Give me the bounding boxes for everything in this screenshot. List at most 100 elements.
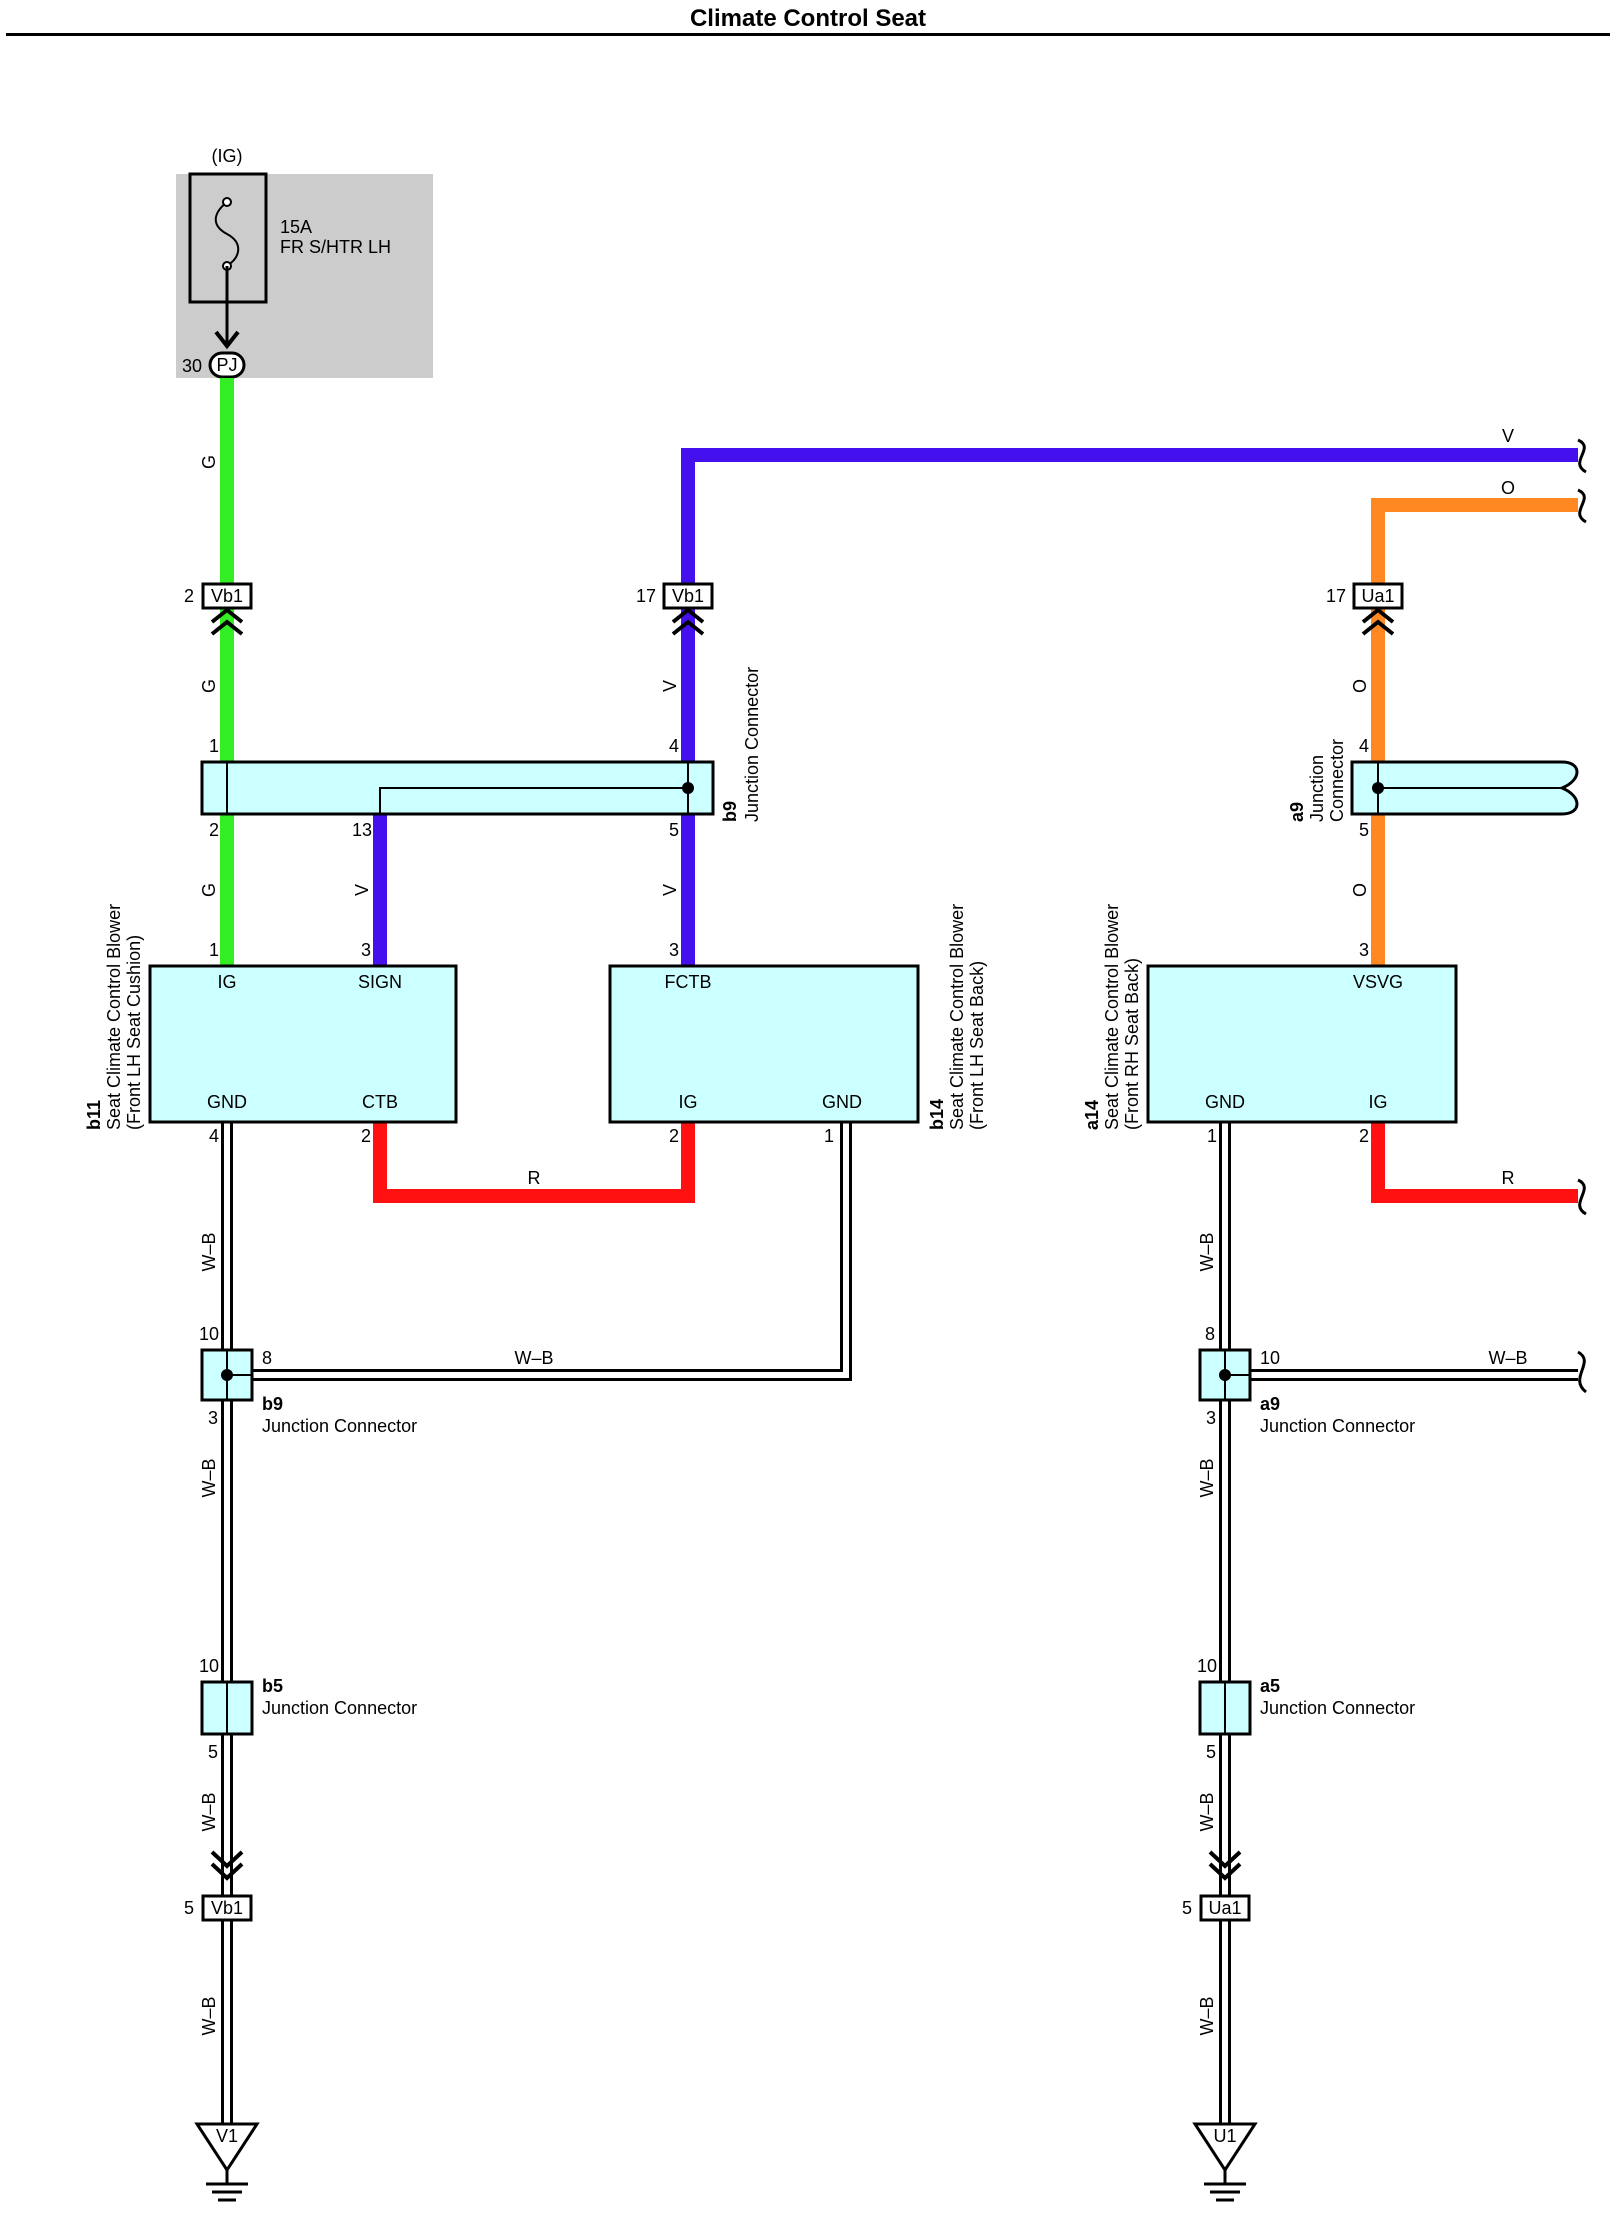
junction-a9-top-pin-5: 5: [1359, 820, 1369, 840]
junction-a9-low-dot: [1219, 1369, 1231, 1381]
junction-a9-low-pin-3: 3: [1206, 1408, 1216, 1428]
junction-b9-top-pin-4: 4: [669, 736, 679, 756]
a14-pin-vsvg: 3: [1359, 940, 1369, 960]
b11-name: Seat Climate Control Blower: [104, 904, 124, 1130]
connector-ua1-o-pin: 17: [1326, 586, 1346, 606]
fuse-rating: 15A: [280, 217, 312, 237]
component-a14: [1146, 964, 1458, 1124]
wire-label-wb-2: W–B: [199, 1458, 219, 1497]
wire-r-left: [373, 1122, 695, 1203]
wire-label-wb-h-left: W–B: [514, 1348, 553, 1368]
connector-vb1-gnd-chevron: [210, 1850, 244, 1881]
wire-label-wb-7: W–B: [1197, 1792, 1217, 1831]
wire-break-v: [1577, 438, 1587, 474]
connector-vb1-gnd-pin: 5: [184, 1898, 194, 1918]
a14-terminal-gnd: GND: [1205, 1092, 1245, 1112]
connector-vb1-gnd-label: Vb1: [211, 1898, 243, 1918]
junction-b9-top-dot: [682, 782, 694, 794]
connector-vb1-v-pin: 17: [636, 586, 656, 606]
junction-a5-label: Junction Connector: [1260, 1698, 1415, 1718]
connector-vb1-v-label: Vb1: [672, 586, 704, 606]
junction-b9-top-id: b9: [720, 801, 740, 822]
wire-break-wb: [1577, 1350, 1588, 1394]
wire-label-wb-3: W–B: [199, 1792, 219, 1831]
connector-vb1-g-pin: 2: [184, 586, 194, 606]
fuse-name: FR S/HTR LH: [280, 237, 391, 257]
wire-v-main: [681, 448, 1578, 584]
junction-a9-top-label-2: Connector: [1327, 739, 1347, 822]
component-b14: [608, 964, 920, 1124]
wire-break-r: [1577, 1178, 1587, 1216]
junction-b9-low-label: Junction Connector: [262, 1416, 417, 1436]
junction-b5-label: Junction Connector: [262, 1698, 417, 1718]
junction-a5-pin-5: 5: [1206, 1742, 1216, 1762]
wire-label-r-right: R: [1502, 1168, 1515, 1188]
wire-label-v-sign: V: [352, 884, 372, 896]
b11-pin-ig: 1: [209, 940, 219, 960]
junction-a9-top-pin-4: 4: [1359, 736, 1369, 756]
wire-break-o: [1577, 488, 1587, 524]
connector-pj: [208, 351, 246, 379]
fuse-arrow: [214, 330, 240, 350]
a14-sub: (Front RH Seat Back): [1122, 958, 1142, 1130]
fuse-power-source: (IG): [212, 146, 243, 166]
connector-vb1-g-chevron: [210, 607, 244, 636]
wb-wires: [221, 1122, 1578, 2130]
component-b11: [148, 964, 458, 1124]
connector-vb1-gnd: [201, 1894, 253, 1922]
wire-label-g-1: G: [199, 455, 219, 469]
junction-a9-top-dot: [1372, 782, 1384, 794]
fuse-terminal-top: [222, 197, 232, 207]
a14-pin-ig: 2: [1359, 1126, 1369, 1146]
wire-label-wb-5: W–B: [1197, 1232, 1217, 1271]
b11-terminal-ctb: CTB: [362, 1092, 398, 1112]
b14-pin-ig: 2: [669, 1126, 679, 1146]
b11-sub: (Front LH Seat Cushion): [124, 935, 144, 1130]
junction-b9-low-dot: [221, 1369, 233, 1381]
wire-label-wb-4: W–B: [199, 1996, 219, 2035]
connector-vb1-g-label: Vb1: [211, 586, 243, 606]
ground-u1-icon: [1204, 2170, 1246, 2202]
b11-id: b11: [84, 1100, 104, 1130]
ground-v1-triangle: [194, 2122, 260, 2173]
wire-label-wb-8: W–B: [1197, 1996, 1217, 2035]
a14-id: a14: [1082, 1100, 1102, 1130]
junction-a9-top-label-1: Junction: [1307, 755, 1327, 822]
connector-vb1-v: [662, 582, 714, 610]
wire-label-o-top: O: [1501, 478, 1515, 498]
diagram-title: Climate Control Seat: [690, 5, 926, 32]
fuse-box-background: [176, 174, 433, 378]
junction-a9-top-id: a9: [1287, 802, 1307, 822]
a14-terminal-ig: IG: [1368, 1092, 1387, 1112]
b14-name: Seat Climate Control Blower: [947, 904, 967, 1130]
wire-label-v-2: V: [660, 884, 680, 896]
wire-label-o-2: O: [1350, 883, 1370, 897]
connector-ua1-gnd-chevron: [1208, 1850, 1242, 1881]
wire-label-g-3: G: [199, 883, 219, 897]
fuse-icon: [214, 201, 240, 267]
wire-label-v-1: V: [660, 680, 680, 692]
b14-terminal-ig: IG: [678, 1092, 697, 1112]
junction-b9-top-pin-13: 13: [352, 820, 372, 840]
wire-label-o-1: O: [1350, 679, 1370, 693]
ground-u1-label: U1: [1213, 2126, 1236, 2146]
b14-pin-fctb: 3: [669, 940, 679, 960]
a14-terminal-vsvg: VSVG: [1353, 972, 1403, 992]
title-underline: [6, 33, 1610, 36]
junction-b9-top-pin-2: 2: [209, 820, 219, 840]
wire-label-g-2: G: [199, 679, 219, 693]
ground-v1-label: V1: [216, 2126, 238, 2146]
junction-a5-id: a5: [1260, 1676, 1280, 1696]
wire-r-right: [1371, 1122, 1578, 1203]
wire-o-main: [1371, 498, 1578, 584]
junction-a5-pin-10: 10: [1197, 1656, 1217, 1676]
wire-label-r-left: R: [528, 1168, 541, 1188]
connector-ua1-gnd-label: Ua1: [1208, 1898, 1241, 1918]
a14-pin-gnd: 1: [1207, 1126, 1217, 1146]
wire-label-wb-h-right: W–B: [1488, 1348, 1527, 1368]
connector-pj-label: PJ: [216, 355, 237, 375]
junction-b9-low-pin-10: 10: [199, 1324, 219, 1344]
connector-ua1-gnd-pin: 5: [1182, 1898, 1192, 1918]
a14-name: Seat Climate Control Blower: [1102, 904, 1122, 1130]
